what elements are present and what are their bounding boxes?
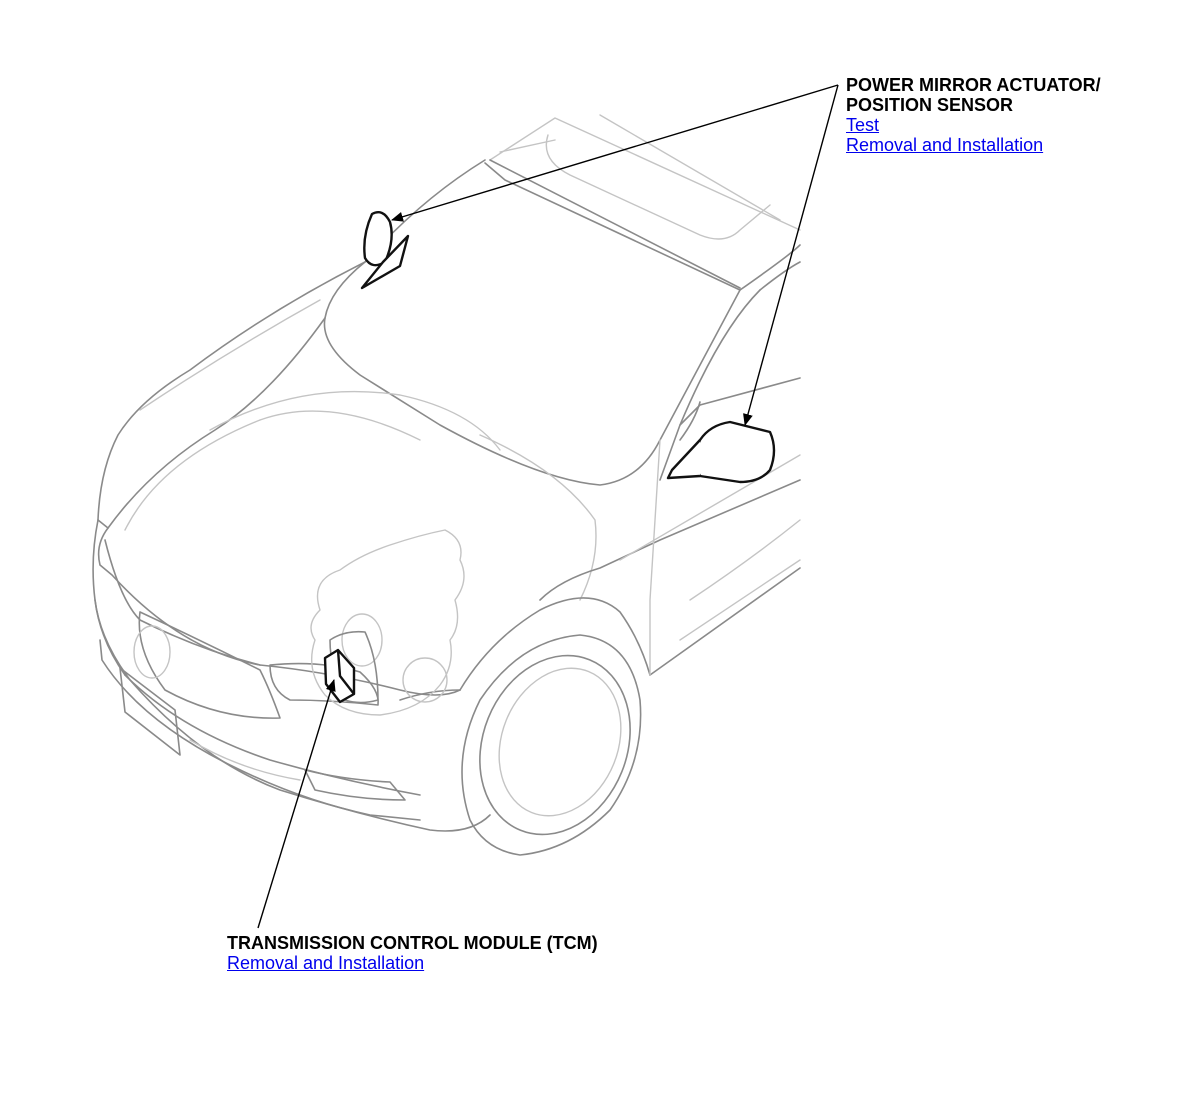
- tcm-title: TRANSMISSION CONTROL MODULE (TCM): [227, 933, 598, 953]
- front-wheel: [461, 634, 642, 856]
- tcm-callout: TRANSMISSION CONTROL MODULE (TCM) Remova…: [227, 933, 598, 973]
- leader-lines: [257, 84, 839, 929]
- tcm-removal-link[interactable]: Removal and Installation: [227, 953, 425, 973]
- left-mirror-part: [360, 211, 410, 290]
- power-mirror-test-link[interactable]: Test: [846, 115, 880, 135]
- car-body: [92, 159, 801, 696]
- front-end: [94, 539, 491, 832]
- power-mirror-callout: POWER MIRROR ACTUATOR/ POSITION SENSOR T…: [846, 75, 1101, 155]
- roof-outline: [489, 114, 801, 240]
- right-mirror-part: [666, 401, 776, 484]
- power-mirror-removal-link[interactable]: Removal and Installation: [846, 135, 1044, 155]
- fender-and-side: [459, 439, 801, 691]
- tcm-part: [323, 630, 379, 704]
- engine-silhouette: [310, 529, 465, 716]
- power-mirror-title-line1: POWER MIRROR ACTUATOR/: [846, 75, 1101, 95]
- power-mirror-title-line2: POSITION SENSOR: [846, 95, 1014, 115]
